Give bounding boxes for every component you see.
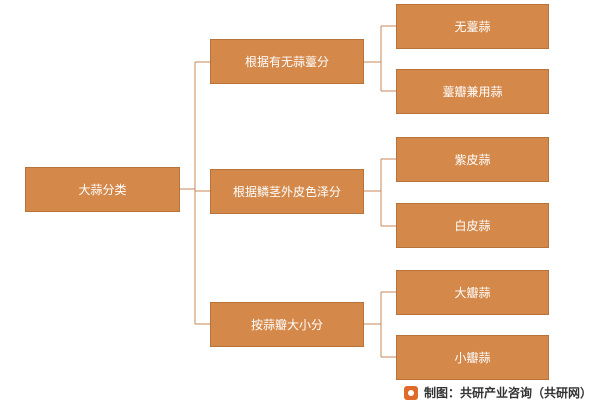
leaf-node-2-1: 紫皮蒜: [396, 137, 549, 182]
source-footer: 制图：共研产业咨询（共研网）: [404, 384, 592, 401]
footer-text: 制图：共研产业咨询（共研网）: [424, 386, 593, 400]
group-node-2: 根据鳞茎外皮色泽分: [210, 169, 364, 214]
leaf-node-3-2: 小瓣蒜: [396, 335, 549, 380]
group-node-3: 按蒜瓣大小分: [210, 302, 364, 347]
group-node-1: 根据有无蒜薹分: [210, 39, 364, 84]
leaf-node-1-2: 薹瓣兼用蒜: [396, 69, 549, 114]
root-node: 大蒜分类: [25, 167, 180, 212]
leaf-node-2-2: 白皮蒜: [396, 203, 549, 248]
leaf-node-3-1: 大瓣蒜: [396, 270, 549, 315]
leaf-node-1-1: 无薹蒜: [396, 4, 549, 49]
brand-logo-icon: [404, 385, 418, 400]
